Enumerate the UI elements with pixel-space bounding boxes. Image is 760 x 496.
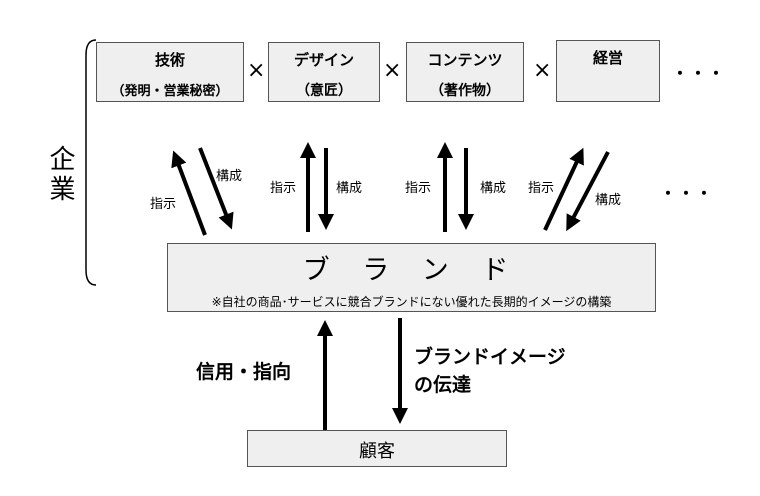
ellipsis-top: ・・・	[672, 64, 727, 83]
multiply-symbol: ×	[533, 58, 552, 83]
instruct-arrow-1	[171, 150, 207, 236]
brand-box: ブ ラ ン ド ※自社の商品･サービスに競合ブランドにない優れた長期的イメージの…	[167, 243, 656, 312]
instruct-arrow-4	[543, 147, 584, 231]
instruct-label-2: 指示	[270, 181, 297, 196]
instruct-label-4: 指示	[528, 181, 555, 196]
component-box-design: デザイン （意匠）	[268, 42, 380, 102]
component-subtitle: （意匠）	[296, 83, 352, 99]
customer-label: 顧客	[359, 441, 395, 462]
company-label: 企業	[45, 145, 75, 205]
compose-label-3: 構成	[480, 181, 507, 196]
brand-note: ※自社の商品･サービスに競合ブランドにない優れた長期的イメージの構築	[211, 295, 612, 309]
component-title: コンテンツ	[427, 51, 503, 69]
trust-label: 信用・指向	[196, 361, 292, 383]
multiply-symbol: ×	[383, 58, 402, 83]
company-brace	[85, 39, 97, 286]
component-subtitle: （発明・営業秘密）	[111, 84, 229, 99]
multiply-symbol: ×	[247, 58, 266, 83]
compose-label-4: 構成	[595, 193, 622, 208]
component-title: デザイン	[293, 51, 354, 69]
component-box-contents: コンテンツ （著作物）	[406, 42, 524, 102]
brand-image-label-line1: ブランドイメージ	[414, 346, 566, 368]
ellipsis-middle: ・・・	[660, 184, 715, 203]
compose-arrow-4	[566, 151, 610, 232]
component-subtitle: （著作物）	[430, 83, 500, 99]
compose-label-2: 構成	[336, 181, 363, 196]
customer-box: 顧客	[247, 430, 507, 467]
instruct-label-3: 指示	[405, 181, 432, 196]
brand-title: ブ ラ ン ド	[302, 255, 521, 286]
compose-arrow-1	[198, 147, 234, 230]
component-box-technology: 技術 （発明・営業秘密）	[96, 42, 244, 102]
instruct-label-1: 指示	[150, 197, 177, 212]
component-box-management: 経営	[556, 40, 660, 102]
compose-label-1: 構成	[216, 169, 243, 184]
component-title: 技術	[154, 51, 185, 69]
component-title: 経営	[592, 49, 623, 67]
brand-image-label-line2: の伝達	[414, 374, 472, 396]
